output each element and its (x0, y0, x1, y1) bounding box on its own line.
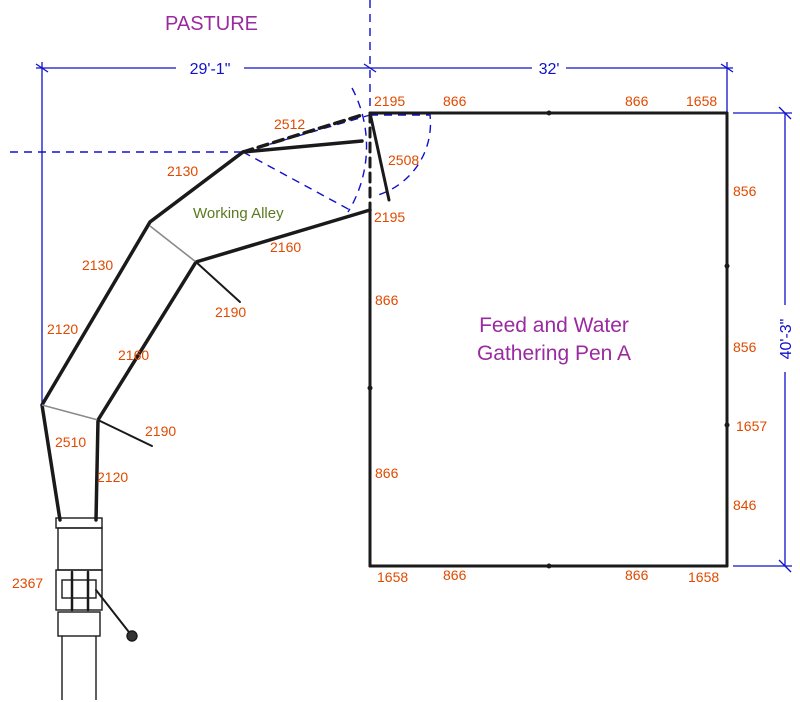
part-866-top-1: 866 (443, 93, 467, 109)
dimension-lines (10, 0, 792, 573)
part-2190-a: 2190 (215, 304, 246, 320)
gate-2508 (368, 111, 391, 202)
part-2195-top: 2195 (374, 93, 405, 109)
part-1658-top: 1658 (686, 93, 717, 109)
part-846: 846 (733, 497, 757, 513)
post-right-1 (724, 263, 730, 269)
post-left-mid (367, 385, 373, 391)
part-2367: 2367 (12, 575, 43, 591)
alley-strut-1 (149, 225, 197, 263)
alley-wall-inner (94, 208, 372, 522)
dim-tick-top (778, 106, 792, 120)
part-2130-b: 2130 (82, 257, 113, 273)
squeeze-frame (61, 579, 97, 599)
chute-body (57, 527, 103, 571)
squeeze-chute (55, 569, 103, 611)
dim-tick-bottom (778, 559, 792, 573)
pen-title-line1: Feed and Water (479, 314, 629, 337)
part-2120-b: 2120 (97, 469, 128, 485)
part-866-bottom-2: 866 (625, 567, 649, 583)
dim-tick-mid (363, 63, 377, 73)
text-labels: PASTURE Working Alley Feed and Water Gat… (12, 13, 795, 591)
part-2160-a: 2160 (270, 239, 301, 255)
working-alley-label: Working Alley (193, 205, 284, 222)
alley-wall-outer (40, 139, 364, 522)
dim-tick-right (720, 63, 734, 73)
swing-line-bottom (242, 151, 351, 211)
lever-knob (126, 630, 138, 642)
gate-2190-b (97, 419, 153, 447)
part-2508: 2508 (388, 152, 419, 168)
part-2120-a: 2120 (47, 321, 78, 337)
alley-strut-2 (41, 404, 99, 421)
part-1657: 1657 (736, 418, 767, 434)
part-2190-b: 2190 (145, 423, 176, 439)
part-2510: 2510 (55, 434, 86, 450)
part-2160-b: 2160 (118, 347, 149, 363)
part-1658-bottom-right: 1658 (688, 569, 719, 585)
dim-tick-left (35, 63, 49, 73)
part-856-right-1: 856 (733, 183, 757, 199)
swing-arc-left (347, 87, 368, 213)
part-866-bottom-1: 866 (443, 567, 467, 583)
dim-right-width: 32' (539, 61, 560, 78)
part-1658-bottom-left: 1658 (377, 569, 408, 585)
pasture-label: PASTURE (165, 13, 258, 35)
working-alley (40, 113, 372, 700)
pen-title-line2: Gathering Pen A (477, 342, 631, 365)
part-866-left-2: 866 (375, 465, 399, 481)
part-856-right-2: 856 (733, 339, 757, 355)
dim-pen-height: 40'-3" (778, 319, 795, 360)
headgate-lever (95, 589, 133, 637)
gathering-pen (367, 110, 730, 569)
dim-left-width: 29'-1" (190, 61, 231, 78)
post-right-2 (724, 422, 730, 428)
post-top-mid (546, 110, 552, 116)
part-866-left-1: 866 (375, 292, 399, 308)
part-2130-a: 2130 (167, 163, 198, 179)
part-2512: 2512 (274, 116, 305, 132)
gate-2512 (241, 113, 364, 154)
part-2195-mid: 2195 (374, 209, 405, 225)
part-866-top-2: 866 (625, 93, 649, 109)
post-bottom-mid (546, 563, 552, 569)
headgate (57, 611, 101, 637)
gate-2190-a (195, 261, 241, 303)
